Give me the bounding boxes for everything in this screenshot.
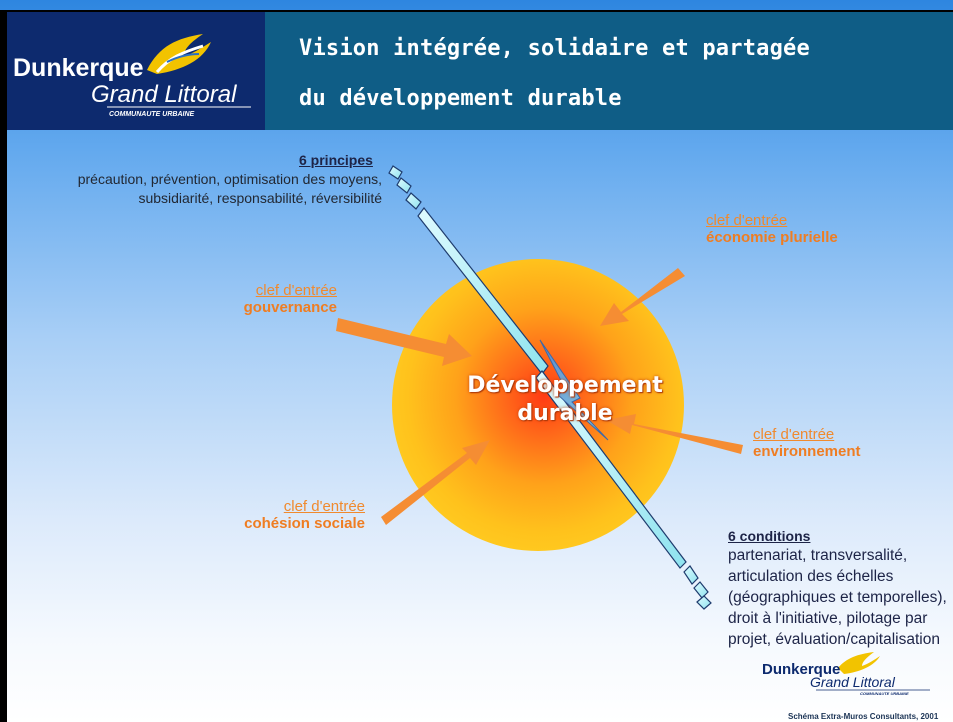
environnement-arrow bbox=[606, 414, 743, 454]
footer-logo: Dunkerque Grand Littoral COMMUNAUTE URBA… bbox=[762, 652, 930, 696]
cohesion-clef: clef d'entrée bbox=[283, 498, 365, 515]
conditions-line3: (géographiques et temporelles), bbox=[728, 589, 947, 606]
cohesion-theme: cohésion sociale bbox=[244, 515, 365, 532]
economie-theme: économie plurielle bbox=[706, 229, 838, 246]
principles-line1: précaution, prévention, optimisation des… bbox=[77, 171, 382, 187]
conditions-line2: articulation des échelles bbox=[728, 568, 894, 585]
page-title-line1: Vision intégrée, solidaire et partagée bbox=[299, 36, 810, 61]
principles-arrow bbox=[388, 165, 549, 375]
environnement-clef: clef d'entrée bbox=[753, 426, 835, 443]
conditions-arrow bbox=[535, 370, 712, 610]
logo-dunkerque: Dunkerque Grand Littoral COMMUNAUTE URBA… bbox=[13, 34, 251, 118]
frame-top-border bbox=[0, 10, 953, 12]
economie-arrow bbox=[600, 268, 685, 326]
page-title-line2: du développement durable bbox=[299, 86, 622, 111]
entry-cohesion: clef d'entrée cohésion sociale bbox=[244, 498, 365, 532]
footer-logo-bird-icon bbox=[838, 652, 880, 674]
entry-gouvernance: clef d'entrée gouvernance bbox=[244, 282, 337, 316]
cohesion-arrow bbox=[381, 440, 490, 525]
gouvernance-clef: clef d'entrée bbox=[255, 282, 337, 299]
footer-logo-line1: Dunkerque bbox=[762, 661, 840, 678]
conditions-line5: projet, évaluation/capitalisation bbox=[728, 631, 940, 648]
conditions-line4: droit à l'initiative, pilotage par bbox=[728, 610, 928, 627]
footer-logo-line3: COMMUNAUTE URBAINE bbox=[860, 691, 909, 696]
gouvernance-theme: gouvernance bbox=[243, 299, 337, 316]
logo-line1: Dunkerque bbox=[13, 54, 144, 82]
economie-clef: clef d'entrée bbox=[706, 212, 788, 229]
conditions-text: partenariat, transversalité, articulatio… bbox=[728, 545, 947, 650]
frame-left-border bbox=[0, 10, 7, 722]
gouvernance-arrow bbox=[336, 318, 472, 366]
logo-panel: Dunkerque Grand Littoral COMMUNAUTE URBA… bbox=[7, 12, 265, 130]
footer-logo-line2: Grand Littoral bbox=[810, 674, 896, 690]
center-label: Développement durable bbox=[455, 372, 675, 428]
conditions-line1: partenariat, transversalité, bbox=[728, 547, 908, 564]
entry-environnement: clef d'entrée environnement bbox=[753, 426, 861, 460]
sustainable-development-sun bbox=[392, 259, 684, 551]
lightning-bolt-icon bbox=[539, 339, 609, 441]
center-line2: durable bbox=[517, 401, 613, 426]
credit-text: Schéma Extra-Muros Consultants, 2001 bbox=[788, 712, 939, 721]
header-banner: Dunkerque Grand Littoral COMMUNAUTE URBA… bbox=[7, 12, 953, 130]
conditions-heading: 6 conditions bbox=[728, 528, 811, 544]
logo-line2: Grand Littoral bbox=[91, 81, 237, 108]
entry-economie: clef d'entrée économie plurielle bbox=[706, 212, 838, 246]
principles-text: précaution, prévention, optimisation des… bbox=[78, 170, 382, 208]
principles-line2: subsidiarité, responsabilité, réversibil… bbox=[138, 190, 382, 206]
environnement-theme: environnement bbox=[753, 443, 861, 460]
principles-heading: 6 principes bbox=[299, 152, 373, 168]
center-line1: Développement bbox=[467, 373, 663, 398]
logo-line3: COMMUNAUTE URBAINE bbox=[109, 111, 194, 118]
